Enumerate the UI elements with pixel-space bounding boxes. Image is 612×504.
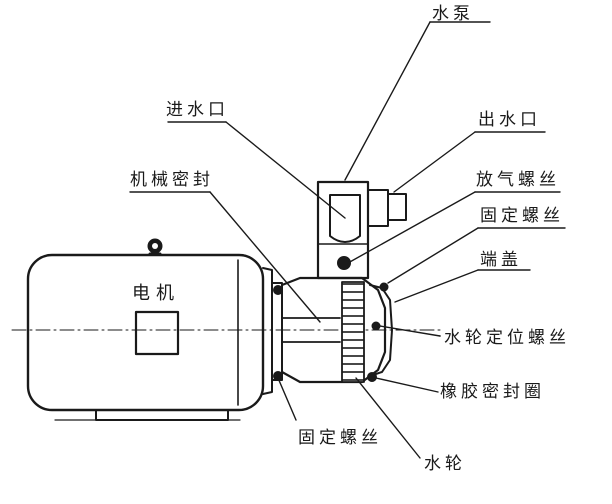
motor-flange [271, 282, 283, 381]
vent-screw-dot [337, 256, 351, 270]
pump-shaft [281, 317, 341, 343]
label-water-inlet: 进水口 [166, 100, 229, 120]
leader-fixing-screw-bottom [277, 377, 297, 421]
label-pump: 水泵 [432, 4, 474, 24]
label-end-cover: 端盖 [480, 250, 522, 270]
label-impeller-locating-screw: 水轮定位螺丝 [444, 328, 570, 348]
leader-inlet [225, 121, 346, 219]
leader-end-cover [394, 269, 479, 303]
leader-outlet [393, 131, 476, 193]
leader-mechanical-seal [209, 191, 321, 323]
impeller-shape [341, 281, 365, 383]
label-mechanical-seal: 机械密封 [130, 170, 214, 190]
leader-impeller [355, 377, 421, 459]
label-vent-screw: 放气螺丝 [476, 170, 560, 190]
pump-casing [280, 180, 407, 384]
label-rubber-seal-ring: 橡胶密封圈 [440, 382, 545, 402]
inlet-opening [329, 194, 361, 243]
leader-vent-screw [347, 191, 476, 264]
leader-fixing-screw-top [387, 227, 479, 284]
motor [26, 238, 273, 421]
leader-impeller-locating [379, 325, 441, 337]
label-impeller: 水轮 [424, 454, 466, 474]
label-water-outlet: 出水口 [478, 110, 541, 130]
leader-pump [344, 21, 431, 181]
label-motor: 电机 [132, 283, 180, 304]
leader-lines [129, 21, 566, 459]
label-fixing-screw-top: 固定螺丝 [480, 206, 564, 226]
label-fixing-screw-bottom: 固定螺丝 [298, 428, 382, 448]
outlet-pipe [367, 189, 407, 227]
leader-rubber-seal [375, 377, 439, 393]
